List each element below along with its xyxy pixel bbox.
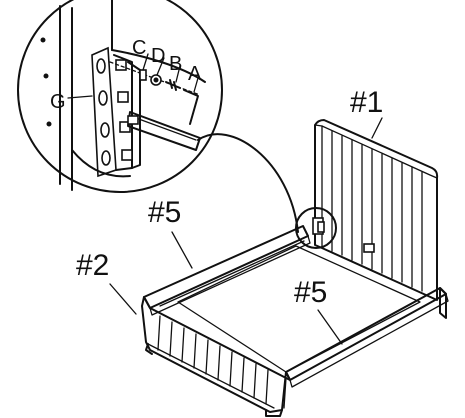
part-label-a: A (188, 63, 202, 85)
leader-headboard (371, 117, 383, 139)
part-label-b: B (169, 53, 182, 75)
left-side-rail (143, 225, 309, 309)
part-label-g: G (50, 91, 66, 113)
detail-callout: C D B A G (17, 0, 337, 249)
leader-b (175, 65, 181, 83)
magnified-detail-circle (17, 0, 223, 193)
headboard-channels (331, 130, 423, 292)
part-label-c: C (132, 37, 146, 59)
part-b-bolt (165, 81, 181, 89)
leader-c (142, 53, 149, 71)
label-left-rail: #5 (148, 196, 181, 229)
callout-leader (197, 133, 299, 233)
bed-frame (141, 217, 449, 417)
part-c-washer (139, 69, 147, 81)
leader-left-rail (171, 231, 193, 269)
leader-right-rail (317, 309, 343, 345)
connection-point (312, 217, 325, 235)
rail-bracket (127, 111, 201, 151)
label-right-rail: #5 (294, 276, 327, 309)
callout-target-circle (295, 207, 337, 249)
platform (177, 245, 421, 373)
footboard (141, 296, 291, 413)
label-headboard: #1 (350, 86, 383, 119)
label-footboard: #2 (76, 249, 109, 282)
component-labels: #1 #5 #2 #5 (76, 86, 383, 345)
leader-d (156, 57, 165, 76)
leader-g (67, 95, 93, 99)
magnified-content (40, 0, 206, 191)
part-label-d: D (151, 45, 165, 67)
footboard-channels (157, 315, 269, 405)
headboard (314, 119, 439, 301)
exploded-hardware (109, 61, 201, 125)
headboard-bracket-right (363, 243, 375, 253)
part-a-allen-key (183, 89, 199, 125)
leader-a (193, 77, 199, 93)
leader-footboard (109, 283, 137, 315)
